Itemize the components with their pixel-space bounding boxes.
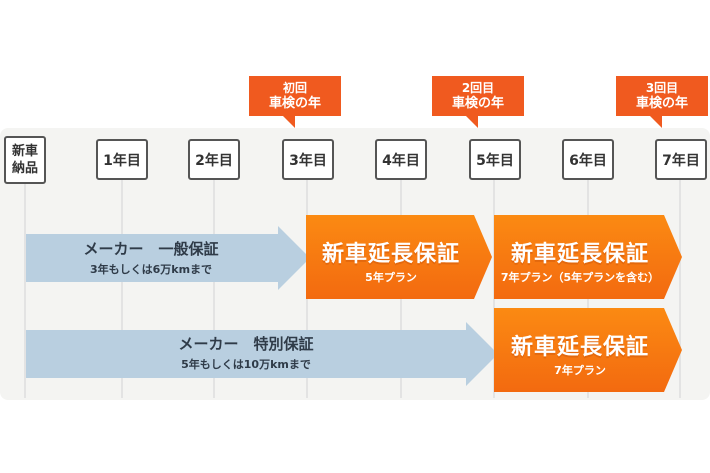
inspection-callout-3: 3回目 車検の年 bbox=[616, 76, 708, 128]
callout-3-line1: 3回目 bbox=[645, 81, 679, 95]
general-warranty-sub: 3年もしくは6万kmまで bbox=[89, 263, 213, 276]
callout-3-line2: 車検の年 bbox=[635, 96, 688, 111]
gridline-year-2 bbox=[213, 180, 215, 398]
year-label-7: 7年目 bbox=[655, 139, 707, 180]
gridline-year-7 bbox=[679, 180, 681, 398]
extension-5yr-sub: 5年プラン bbox=[365, 271, 417, 284]
year-label-6: 6年目 bbox=[562, 139, 614, 180]
gridline-start bbox=[24, 180, 26, 398]
extension-5yr-title: 新車延長保証 bbox=[321, 242, 460, 267]
gridline-year-1 bbox=[121, 180, 123, 398]
extension-7yr-a-sub: 7年プラン（5年プランを含む） bbox=[500, 271, 660, 284]
callout-1-line2: 車検の年 bbox=[268, 96, 321, 111]
new-car-delivery-label: 新車 納品 bbox=[4, 136, 46, 184]
callout-2-line2: 車検の年 bbox=[451, 96, 504, 111]
special-warranty-label: メーカー 特別保証 5年もしくは10万kmまで bbox=[26, 333, 466, 372]
extension-5yr-arrow bbox=[306, 215, 492, 299]
extension-7yr-b-sub: 7年プラン bbox=[554, 364, 606, 377]
inspection-callout-1: 初回 車検の年 bbox=[249, 76, 341, 128]
callout-1-line1: 初回 bbox=[282, 81, 307, 95]
extension-7yr-arrow-a bbox=[494, 215, 682, 299]
special-warranty-arrow bbox=[26, 322, 498, 386]
year-label-2: 2年目 bbox=[188, 139, 240, 180]
year-label-1: 1年目 bbox=[96, 139, 148, 180]
special-warranty-sub: 5年もしくは10万kmまで bbox=[181, 358, 311, 371]
special-warranty-title: メーカー 特別保証 bbox=[178, 335, 314, 353]
year-label-3: 3年目 bbox=[282, 139, 334, 180]
extension-7yr-arrow-b bbox=[494, 308, 682, 392]
extension-7yr-a-title: 新車延長保証 bbox=[510, 242, 649, 267]
extension-7yr-b-title: 新車延長保証 bbox=[510, 335, 649, 360]
general-warranty-title: メーカー 一般保証 bbox=[83, 240, 219, 258]
general-warranty-label: メーカー 一般保証 3年もしくは6万kmまで bbox=[26, 238, 276, 277]
inspection-callout-2: 2回目 車検の年 bbox=[432, 76, 524, 128]
general-warranty-arrow bbox=[26, 226, 310, 290]
year-label-4: 4年目 bbox=[375, 139, 427, 180]
callout-2-line1: 2回目 bbox=[461, 81, 495, 95]
year-label-5: 5年目 bbox=[469, 139, 521, 180]
